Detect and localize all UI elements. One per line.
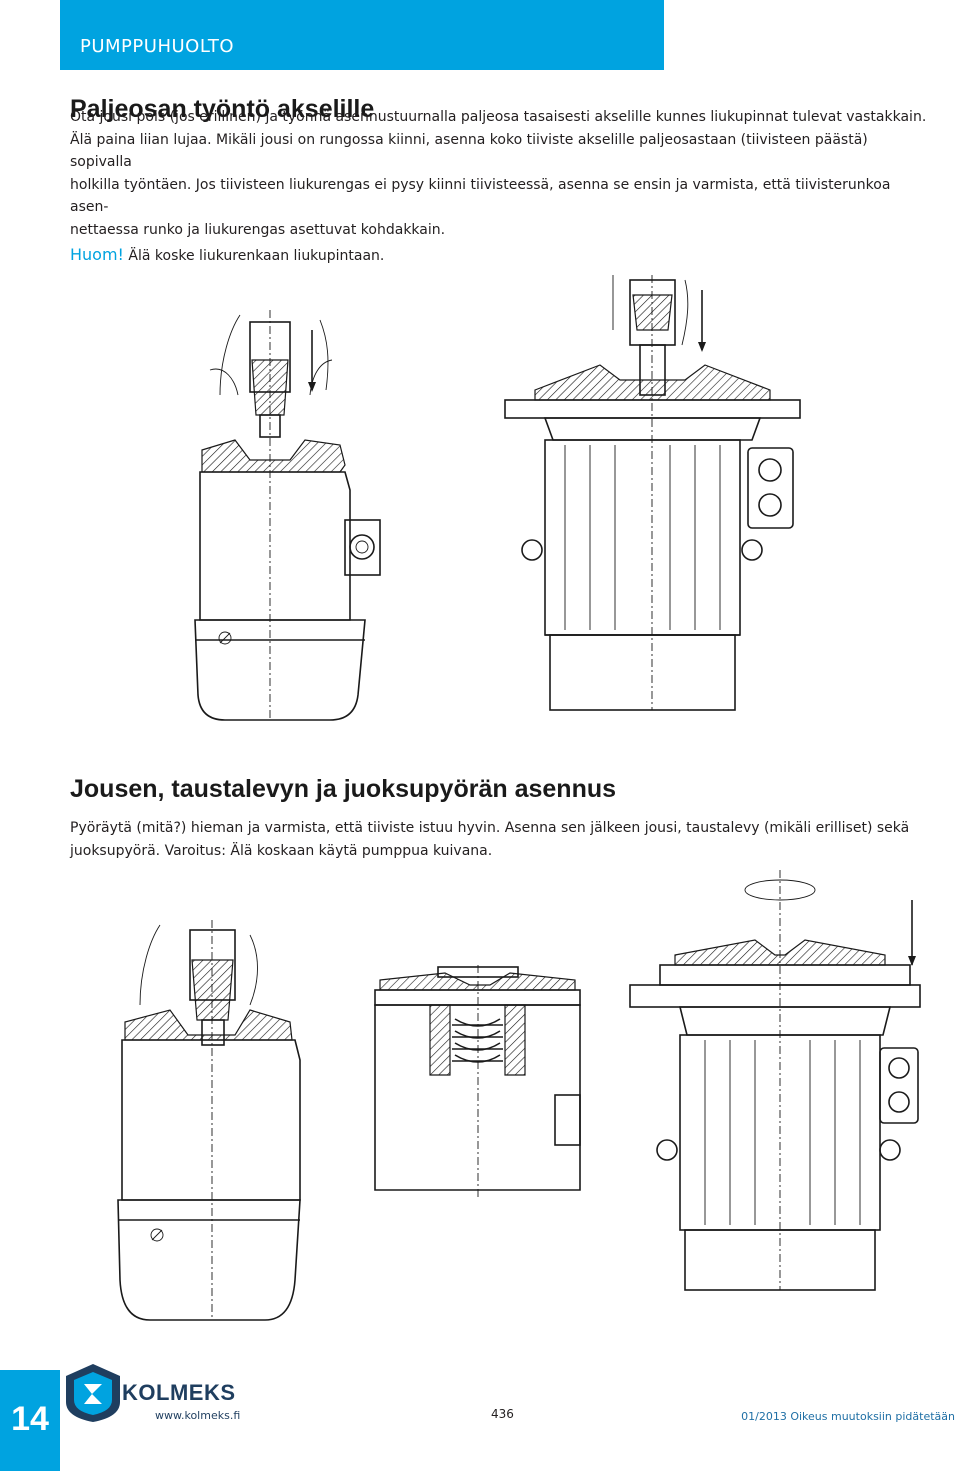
note: Huom! Älä koske liukurenkaan liukupintaa… <box>70 245 384 264</box>
section2-line: Pyöräytä (mitä?) hieman ja varmista, ett… <box>70 820 910 836</box>
section2-line: juoksupyörä. Varoitus: Älä koskaan käytä… <box>70 842 493 859</box>
figure-bellows-push-large <box>504 275 801 711</box>
note-label: Huom! <box>70 245 124 264</box>
section1-line: Älä paina liian lujaa. Mikäli jousi on r… <box>70 131 868 171</box>
header-section-title: PUMPPUHUOLTO <box>80 36 235 57</box>
footer-disclaimer: 01/2013 Oikeus muutoksiin pidätetään <box>741 1410 955 1423</box>
figure-spring-install <box>374 965 581 1200</box>
figure-seal-check <box>117 920 301 1321</box>
website-link[interactable]: www.kolmeks.fi <box>155 1409 241 1422</box>
header-bar: PUMPPUHUOLTO <box>60 0 664 70</box>
section2-title: Jousen, taustalevyn ja juoksupyörän asen… <box>70 775 617 803</box>
section1-title: Paljeosan työntö akselille <box>70 95 375 123</box>
figure-impeller-install <box>629 870 921 1291</box>
figure-bellows-push <box>194 310 381 721</box>
kolmeks-logo-icon <box>66 1364 120 1422</box>
catalog-page-number: 436 <box>491 1407 514 1421</box>
note-text: Älä koske liukurenkaan liukupintaan. <box>123 248 385 264</box>
section1-line: nettaessa runko ja liukurengas asettuvat… <box>70 221 446 238</box>
section1-line: holkilla työntäen. Jos tiivisteen liukur… <box>70 176 891 216</box>
page-number: 14 <box>11 1400 49 1438</box>
brand-name: KOLMEKS <box>122 1380 236 1405</box>
page-number-tab: 14 <box>0 1370 60 1471</box>
section1-line: Ota jousi pois (jos erillinen) ja työnnä… <box>70 109 927 125</box>
section1-paragraph: Ota jousi pois (jos erillinen) ja työnnä… <box>70 106 932 241</box>
section2-paragraph: Pyöräytä (mitä?) hieman ja varmista, ett… <box>70 817 932 862</box>
